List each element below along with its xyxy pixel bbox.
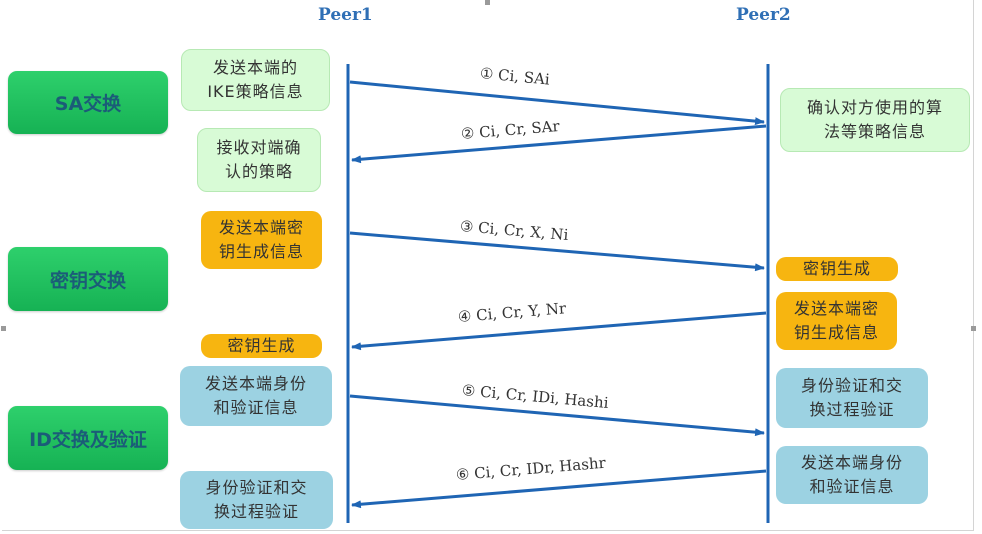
left-box-receive-confirm: 接收对端确 认的策略	[197, 128, 321, 192]
left-box-send-identity: 发送本端身份 和验证信息	[180, 366, 332, 426]
resize-handle[interactable]	[1, 326, 6, 331]
left-box-key-generation: 密钥生成	[201, 334, 322, 358]
stage-id-exchange: ID交换及验证	[8, 406, 168, 470]
message-arrow-3	[349, 231, 765, 272]
peer2-label: Peer2	[736, 5, 791, 25]
resize-handle[interactable]	[971, 326, 976, 331]
message-arrow-5	[349, 394, 765, 437]
message-arrow-2	[351, 124, 767, 164]
message-arrow-4	[351, 311, 767, 351]
right-box-verify-identity: 身份验证和交 换过程验证	[776, 368, 928, 428]
left-box-send-key-info: 发送本端密 钥生成信息	[201, 211, 322, 269]
left-box-verify-identity: 身份验证和交 换过程验证	[180, 471, 333, 529]
message-arrow-6	[351, 469, 767, 509]
message-arrow-1	[349, 80, 765, 126]
stage-key-exchange: 密钥交换	[8, 247, 168, 311]
right-box-confirm-policy: 确认对方使用的算 法等策略信息	[780, 88, 970, 152]
right-box-send-identity: 发送本端身份 和验证信息	[776, 446, 928, 504]
left-box-send-ike-policy: 发送本端的 IKE策略信息	[181, 49, 330, 111]
right-box-send-key-info: 发送本端密 钥生成信息	[776, 292, 897, 350]
resize-handle[interactable]	[485, 0, 490, 5]
right-box-key-generation: 密钥生成	[776, 257, 898, 281]
stage-sa-exchange: SA交换	[8, 71, 168, 134]
peer1-label: Peer1	[318, 5, 373, 25]
